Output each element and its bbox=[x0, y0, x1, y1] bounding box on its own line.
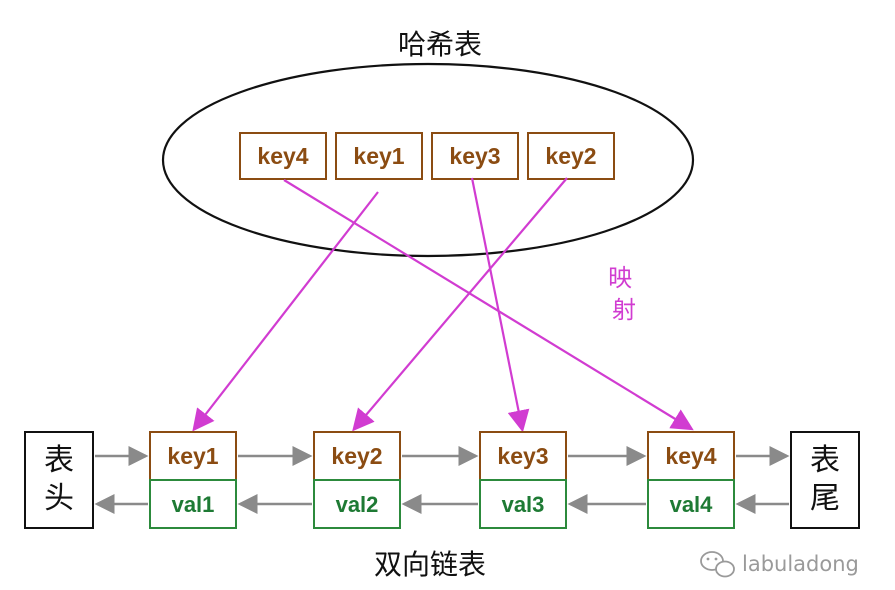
hash-table-title: 哈希表 bbox=[398, 28, 482, 61]
mapping-arrow-key4 bbox=[283, 179, 694, 431]
hash-key-label: key1 bbox=[353, 143, 404, 169]
hash-key-box: key3 bbox=[431, 132, 519, 180]
list-node: key4 val4 bbox=[647, 431, 735, 529]
watermark-text: labuladong bbox=[742, 552, 859, 576]
hash-table-ellipse bbox=[161, 62, 695, 258]
list-node-key: key4 bbox=[665, 443, 716, 469]
hash-key-label: key4 bbox=[257, 143, 308, 169]
list-node: key1 val1 bbox=[149, 431, 237, 529]
list-node-val: val3 bbox=[502, 492, 545, 517]
mapping-arrow-key1 bbox=[192, 191, 379, 432]
list-node-val: val4 bbox=[670, 492, 714, 517]
list-head-box: 表 头 bbox=[24, 431, 94, 529]
mapping-arrow-key3 bbox=[470, 177, 530, 433]
list-node: key3 val3 bbox=[479, 431, 567, 529]
hash-key-box: key2 bbox=[527, 132, 615, 180]
list-tail-box: 表 尾 bbox=[790, 431, 860, 529]
mapping-label-char: 射 bbox=[612, 296, 636, 324]
list-node: key2 val2 bbox=[313, 431, 401, 529]
list-node-key: key2 bbox=[331, 443, 382, 469]
list-node-key: key1 bbox=[167, 443, 218, 469]
list-head-char: 表 bbox=[44, 443, 74, 478]
list-head-char: 头 bbox=[44, 481, 74, 516]
mapping-label-char: 映 bbox=[608, 264, 632, 292]
hash-key-box: key4 bbox=[239, 132, 327, 180]
list-tail-char: 尾 bbox=[810, 481, 840, 516]
list-tail-char: 表 bbox=[810, 443, 840, 478]
wechat-icon bbox=[700, 551, 735, 578]
list-node-key: key3 bbox=[497, 443, 548, 469]
list-node-val: val1 bbox=[172, 492, 215, 517]
list-node-val: val2 bbox=[336, 492, 379, 517]
hash-key-label: key2 bbox=[545, 143, 596, 169]
hash-key-box: key1 bbox=[335, 132, 423, 180]
linked-list-title: 双向链表 bbox=[374, 548, 486, 581]
mapping-arrow-key2 bbox=[352, 177, 568, 432]
hash-key-label: key3 bbox=[449, 143, 500, 169]
mapping-label: 映 射 bbox=[608, 264, 640, 324]
watermark: labuladong bbox=[700, 551, 859, 578]
